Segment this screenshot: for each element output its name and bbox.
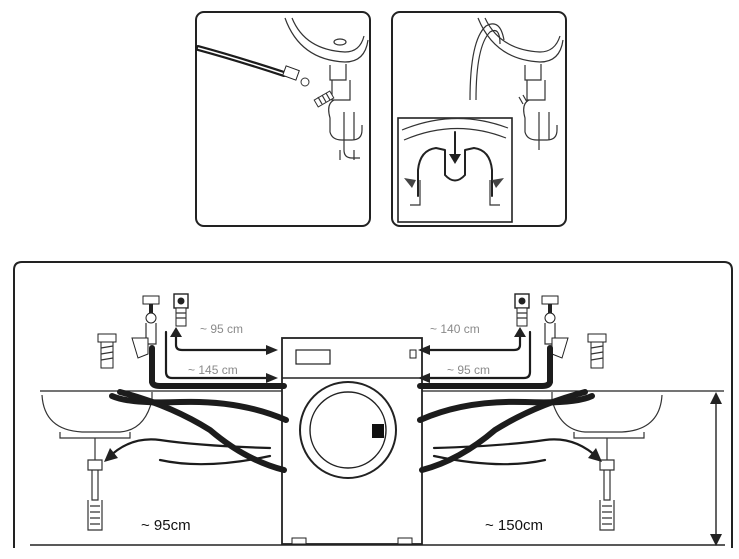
right-bolt-icon (587, 333, 607, 369)
left-drain-hose-length-label: ~ 145 cm (188, 363, 238, 377)
door-handle (372, 424, 384, 438)
panel-installation-layout: ~ 95 cm ~ 145 cm ~ 140 cm ~ 95 cm ~ 95cm… (13, 261, 733, 548)
left-hoses (104, 327, 289, 473)
left-bolt-icon (97, 333, 117, 369)
left-water-tap-icon (131, 295, 160, 359)
right-inlet-hose-length-label: ~ 140 cm (430, 322, 480, 336)
right-water-tap-icon (541, 295, 569, 359)
bottom-right-distance-label: ~ 150cm (485, 517, 543, 534)
bottom-left-distance-label: ~ 95cm (141, 517, 191, 534)
right-drain-hose-length-label: ~ 95 cm (447, 363, 490, 377)
siphon-trap-illustration (328, 80, 363, 160)
inset-hose-guide-detail (397, 117, 513, 223)
right-sink (551, 392, 663, 531)
washing-machine (281, 337, 423, 545)
sink-bowl-illustration (477, 17, 564, 81)
sink-bowl-illustration (284, 17, 369, 81)
door-inner-ring (309, 391, 387, 469)
right-hoses (417, 327, 602, 473)
drain-hose-illustration (195, 45, 310, 87)
hose-inlet-nozzle-illustration (313, 90, 335, 108)
siphon-trap-illustration (518, 80, 558, 150)
left-inlet-hose-length-label: ~ 95 cm (200, 322, 243, 336)
right-tap-valve-symbol-icon (514, 293, 530, 327)
panel-drain-hose-connection (195, 11, 371, 227)
panel-drain-hose-hook (391, 11, 567, 227)
detergent-drawer (295, 349, 331, 365)
left-tap-valve-symbol-icon (173, 293, 189, 327)
left-sink (41, 392, 153, 531)
drain-hose-hook-illustration (469, 23, 505, 101)
height-dimension-arrow (710, 392, 722, 546)
